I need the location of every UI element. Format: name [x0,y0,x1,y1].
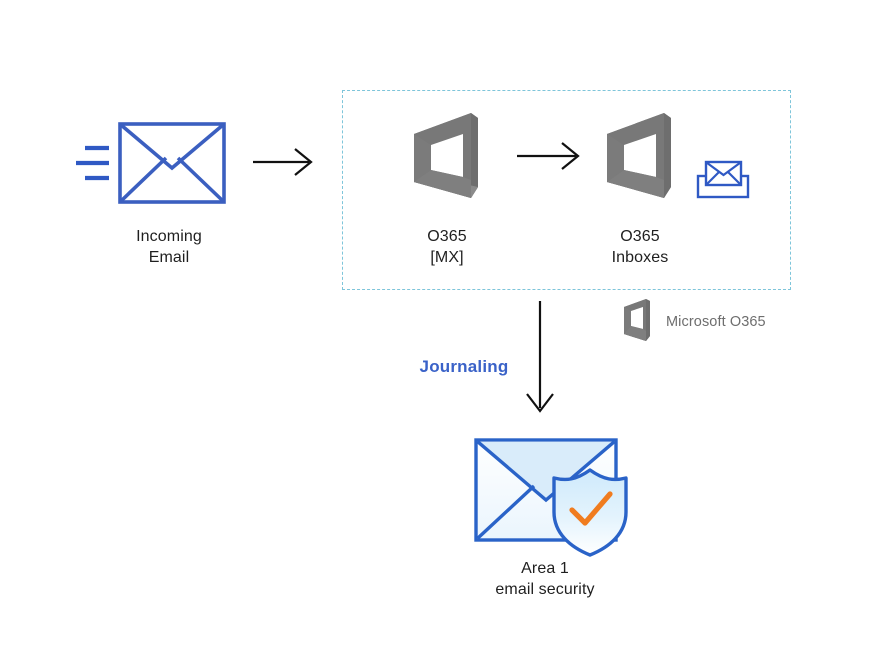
legend-office365-logo-icon [624,299,650,341]
label-o365-inboxes: O365 Inboxes [611,228,669,266]
label-o365-mx: O365 [MX] [427,228,467,266]
office365-logo-icon-mx [414,113,478,198]
arrow-mx-to-inboxes [517,142,580,170]
inbox-tray-envelope-icon [696,160,750,199]
email-shield-check-icon [474,438,628,557]
speed-lines-icon [76,145,109,181]
arrow-inboxes-to-area1 [526,301,554,413]
label-area1-email-security: Area 1 email security [495,560,595,598]
legend-label-microsoft-o365: Microsoft O365 [666,314,766,330]
label-incoming-email: Incoming Email [136,228,202,266]
office365-logo-icon-inboxes [607,113,671,198]
microsoft-o365-boundary-zone [342,90,791,290]
arrow-incoming-to-mx [253,148,313,176]
envelope-icon [118,122,226,204]
label-journaling: Journaling [419,357,509,376]
